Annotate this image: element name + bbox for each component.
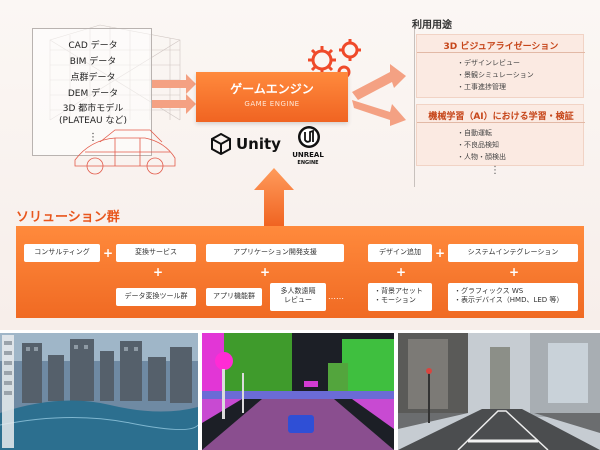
solution-label: コンサルティング: [34, 248, 90, 256]
solution-list-item: ・グラフィックス WS: [454, 287, 524, 295]
solution-system-integration: システムインテグレーション: [448, 244, 578, 262]
plus-icon: +: [153, 265, 164, 279]
solution-label: システムインテグレーション: [467, 248, 559, 256]
unreal-label: UNREAL ENGINE: [283, 151, 333, 167]
solution-design-addition: デザイン追加: [368, 244, 432, 262]
segmentation-screenshot: [202, 333, 394, 450]
input-3d-city-model: 3D 都市モデル: [62, 104, 124, 114]
solutions-title: ソリューション群: [16, 210, 120, 225]
solution-conversion-tools: データ変換ツール群: [116, 288, 196, 306]
solution-consulting: コンサルティング: [24, 244, 100, 262]
plus-icon: +: [509, 265, 520, 279]
game-engine-subtitle: GAME ENGINE: [244, 100, 300, 108]
arrow-right-icon: [152, 74, 196, 114]
use-card-divider: [417, 122, 585, 123]
unity-logo-icon: [211, 133, 231, 155]
uses-bracket: [414, 29, 587, 187]
game-engine-title: ゲームエンジン: [230, 82, 314, 96]
use-item: ・デザインレビュー: [457, 59, 520, 67]
plus-icon: +: [103, 246, 114, 260]
uses-title: 利用用途: [412, 20, 452, 31]
solution-label: アプリ機能群: [213, 292, 255, 300]
use-card-heading: 機械学習（AI）における学習・検証: [428, 112, 574, 122]
input-dem: DEM データ: [67, 89, 119, 99]
plus-icon: +: [435, 246, 446, 260]
plus-icon: +: [260, 265, 271, 279]
solution-conversion-service: 変換サービス: [116, 244, 196, 262]
solution-label: アプリケーション開発支援: [233, 248, 317, 256]
solution-app-development: アプリケーション開発支援: [206, 244, 344, 262]
solution-app-features: アプリ機能群: [206, 288, 262, 306]
input-data-box: CAD データ BIM データ 点群データ DEM データ 3D 都市モデル (…: [32, 28, 152, 156]
solution-list-item: ・モーション: [374, 296, 416, 304]
solution-list-item: ・背景アセット: [374, 287, 423, 295]
use-card-divider: [417, 52, 585, 53]
input-cad: CAD データ: [68, 41, 118, 51]
unreal-label-line2: ENGINE: [297, 160, 319, 166]
solution-label: 変換サービス: [135, 248, 177, 256]
solution-design-items: ・背景アセット ・モーション: [368, 283, 432, 311]
solution-ellipsis: ……: [328, 292, 344, 301]
city-flood-screenshot: [0, 333, 198, 450]
solution-label: データ変換ツール群: [124, 292, 188, 300]
arrow-up-icon: [254, 168, 294, 226]
use-card-machine-learning: 機械学習（AI）における学習・検証 ・自動運転 ・不良品検知 ・人物・顔検出: [416, 104, 585, 166]
unreal-label-line1: UNREAL: [292, 151, 324, 159]
use-item: ・景観シミュレーション: [457, 71, 534, 79]
solution-label: デザイン追加: [379, 248, 421, 256]
gear-icon: [308, 39, 361, 79]
uses-more: ⋮: [490, 165, 500, 176]
solution-si-items: ・グラフィックス WS ・表示デバイス（HMD、LED 等）: [448, 283, 578, 311]
input-bim: BIM データ: [69, 57, 117, 67]
solution-list-item: ・表示デバイス（HMD、LED 等）: [454, 296, 564, 304]
solution-label: 多人数遠隔: [280, 287, 316, 295]
plus-icon: +: [396, 265, 407, 279]
use-item: ・人物・顔検出: [457, 153, 506, 161]
unreal-logo-icon: [298, 126, 320, 148]
input-more: ⋮: [88, 132, 98, 143]
solution-multiuser-review: 多人数遠隔 レビュー: [270, 283, 326, 311]
overview-diagram: CAD データ BIM データ 点群データ DEM データ 3D 都市モデル (…: [0, 0, 600, 330]
use-item: ・不良品検知: [457, 141, 499, 149]
street-view-screenshot: [398, 333, 600, 450]
input-point-cloud: 点群データ: [70, 73, 116, 83]
solution-label: レビュー: [284, 296, 312, 304]
unity-label: Unity: [236, 135, 281, 153]
use-item: ・自動運転: [457, 129, 492, 137]
use-item: ・工事進捗管理: [457, 83, 506, 91]
arrow-right-icon: [352, 64, 406, 126]
input-plateau: (PLATEAU など): [59, 116, 127, 126]
car-wireframe-icon: [74, 129, 176, 175]
game-engine-box: ゲームエンジン GAME ENGINE: [196, 72, 348, 122]
use-card-heading: 3D ビジュアライゼーション: [443, 42, 559, 52]
use-card-visualization: 3D ビジュアライゼーション ・デザインレビュー ・景観シミュレーション ・工事…: [416, 34, 585, 98]
